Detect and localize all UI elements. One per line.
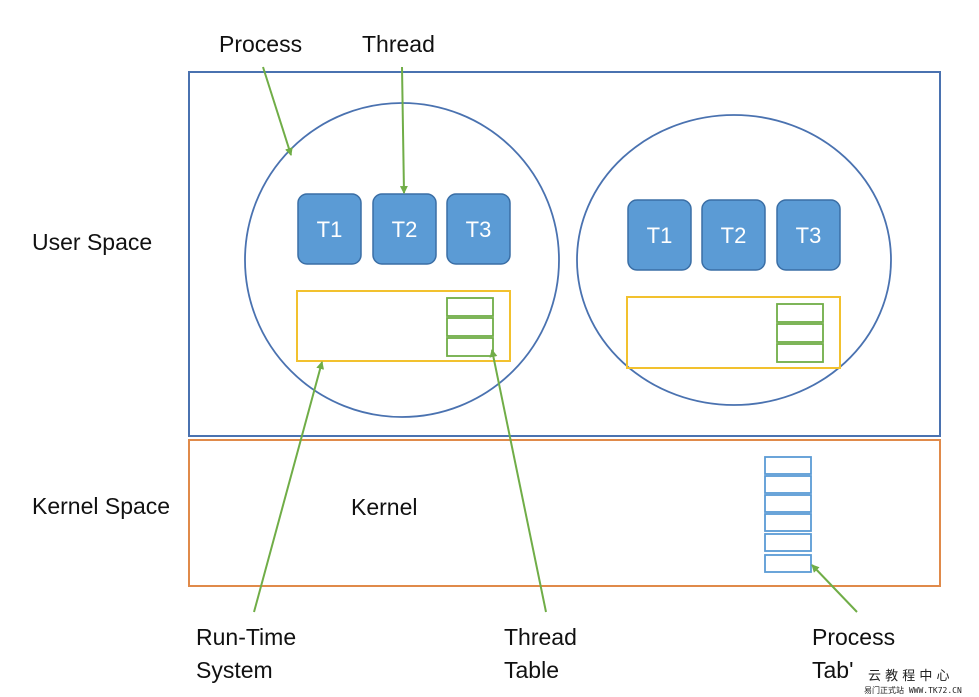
process-label: Process	[219, 31, 302, 57]
thread-arrow	[399, 66, 408, 194]
watermark-line1: 云 教 程 中 心	[868, 668, 950, 684]
thread-label: T1	[647, 223, 673, 248]
thread-label: T3	[796, 223, 822, 248]
runtime-system-box	[626, 296, 841, 369]
process-table-label-line1: Process	[812, 624, 895, 650]
process-1: T1 T2 T3	[244, 102, 560, 418]
thread-box-t3	[446, 193, 511, 265]
thread-table-arrow	[489, 349, 547, 613]
kernel-space-region	[188, 439, 941, 587]
thread-box-t2	[372, 193, 437, 265]
kernel-label: Kernel	[351, 494, 417, 520]
thread-table-entry	[776, 343, 824, 363]
thread-table-entry	[776, 323, 824, 343]
runtime-system-box	[296, 290, 511, 362]
watermark-backdrop	[860, 664, 978, 696]
kernel-space-label: Kernel Space	[32, 493, 170, 519]
watermark-line2: 易门正式站 WWW.TK72.CN	[864, 685, 962, 695]
thread-table-entry	[446, 317, 494, 337]
thread-table-entry	[446, 337, 494, 357]
thread-label: T3	[466, 217, 492, 242]
process-table-entry	[764, 554, 812, 573]
thread-box-t1	[627, 199, 692, 271]
process-table-entry	[764, 533, 812, 552]
thread-box-t3	[776, 199, 841, 271]
runtime-system-label-line2: System	[196, 657, 273, 683]
process-2: T1 T2 T3	[576, 114, 892, 406]
thread-box-t2	[701, 199, 766, 271]
thread-label-top: Thread	[362, 31, 435, 57]
process-table-arrow	[811, 564, 858, 613]
process-table-entry	[764, 513, 812, 532]
runtime-system-label-line1: Run-Time	[196, 624, 296, 650]
process-table-label-line2: Tab'	[812, 657, 853, 683]
process-table-entry	[764, 456, 812, 475]
process-arrow	[262, 66, 293, 156]
process-table	[764, 456, 812, 573]
thread-label: T2	[392, 217, 418, 242]
thread-table-entry	[446, 297, 494, 317]
process-table-entry	[764, 494, 812, 513]
thread-label: T1	[317, 217, 343, 242]
user-space-region	[188, 71, 941, 437]
user-space-label: User Space	[32, 229, 152, 255]
thread-table-label-line1: Thread	[504, 624, 577, 650]
thread-table-entry	[776, 303, 824, 323]
process-table-entry	[764, 475, 812, 494]
process-circle	[576, 114, 892, 406]
runtime-system-arrow	[253, 361, 325, 613]
thread-label: T2	[721, 223, 747, 248]
thread-box-t1	[297, 193, 362, 265]
thread-table-label-line2: Table	[504, 657, 559, 683]
